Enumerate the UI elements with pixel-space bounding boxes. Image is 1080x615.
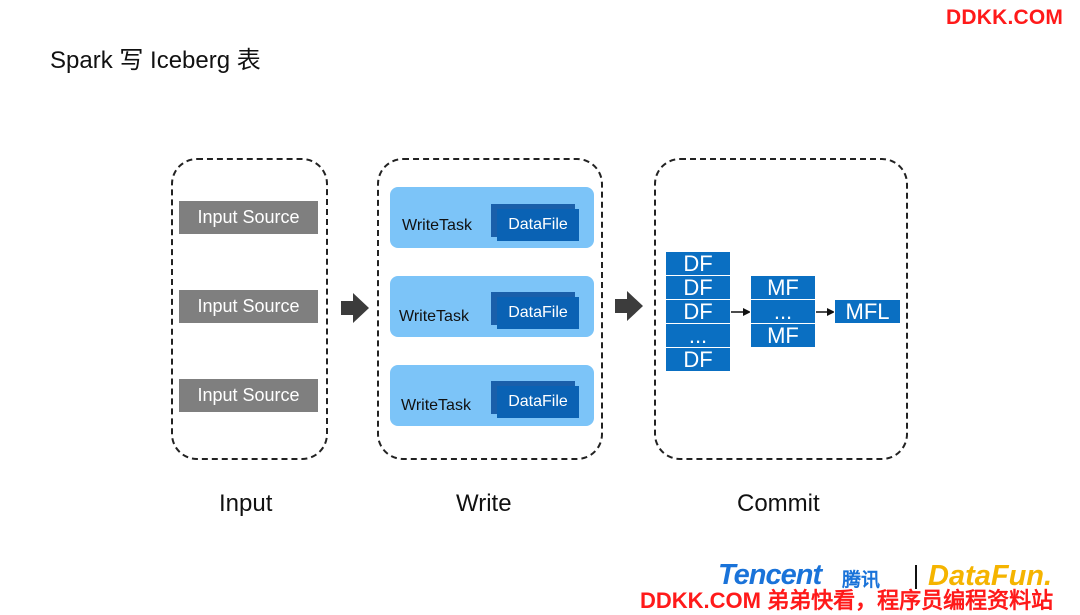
tencent-logo: Tencent	[718, 559, 822, 591]
slide-title: Spark 写 Iceberg 表	[50, 47, 261, 74]
tencent-logo-cn: 腾讯	[842, 570, 881, 591]
data-file-cell: DF	[665, 251, 731, 276]
write-stage-label: Write	[456, 490, 512, 517]
input-source-2: Input Source	[179, 290, 318, 323]
logo-separator	[915, 565, 917, 589]
arrow-df-to-mf	[731, 308, 751, 316]
flow-arrow-write-to-commit	[615, 291, 643, 321]
data-file-label: DataFile	[497, 386, 579, 418]
write-task-label: WriteTask	[399, 308, 469, 325]
input-stage-label: Input	[219, 490, 273, 517]
data-file-label: DataFile	[497, 209, 579, 241]
data-file-stack: DataFile	[491, 381, 579, 418]
commit-stage-label: Commit	[737, 490, 820, 517]
data-file-cell: DF	[665, 347, 731, 372]
write-task-box-3: WriteTask DataFile	[390, 365, 594, 426]
data-file-stack: DataFile	[491, 204, 579, 241]
input-stage-container	[171, 158, 328, 460]
data-file-cell-ellipsis: ...	[665, 323, 731, 348]
write-task-box-1: WriteTask DataFile	[390, 187, 594, 248]
datafun-logo: DataFun.	[928, 560, 1053, 592]
data-file-cell: DF	[665, 275, 731, 300]
manifest-file-cell: MF	[750, 275, 816, 300]
manifest-list-cell: MFL	[834, 299, 901, 324]
manifest-file-cell: MF	[750, 323, 816, 348]
input-source-3: Input Source	[179, 379, 318, 412]
watermark-top: DDKK.COM	[946, 6, 1064, 29]
data-file-cell: DF	[665, 299, 731, 324]
arrow-mf-to-mfl	[816, 308, 835, 316]
manifest-file-cell-ellipsis: ...	[750, 299, 816, 324]
write-stage-container	[377, 158, 603, 460]
data-file-stack: DataFile	[491, 292, 579, 329]
write-task-box-2: WriteTask DataFile	[390, 276, 594, 337]
write-task-label: WriteTask	[402, 217, 472, 234]
flow-arrow-input-to-write	[341, 293, 369, 323]
commit-stage-container	[654, 158, 908, 460]
input-source-1: Input Source	[179, 201, 318, 234]
data-file-label: DataFile	[497, 297, 579, 329]
watermark-bottom: DDKK.COM 弟弟快看，程序员编程资料站	[640, 588, 1054, 613]
write-task-label: WriteTask	[401, 397, 471, 414]
